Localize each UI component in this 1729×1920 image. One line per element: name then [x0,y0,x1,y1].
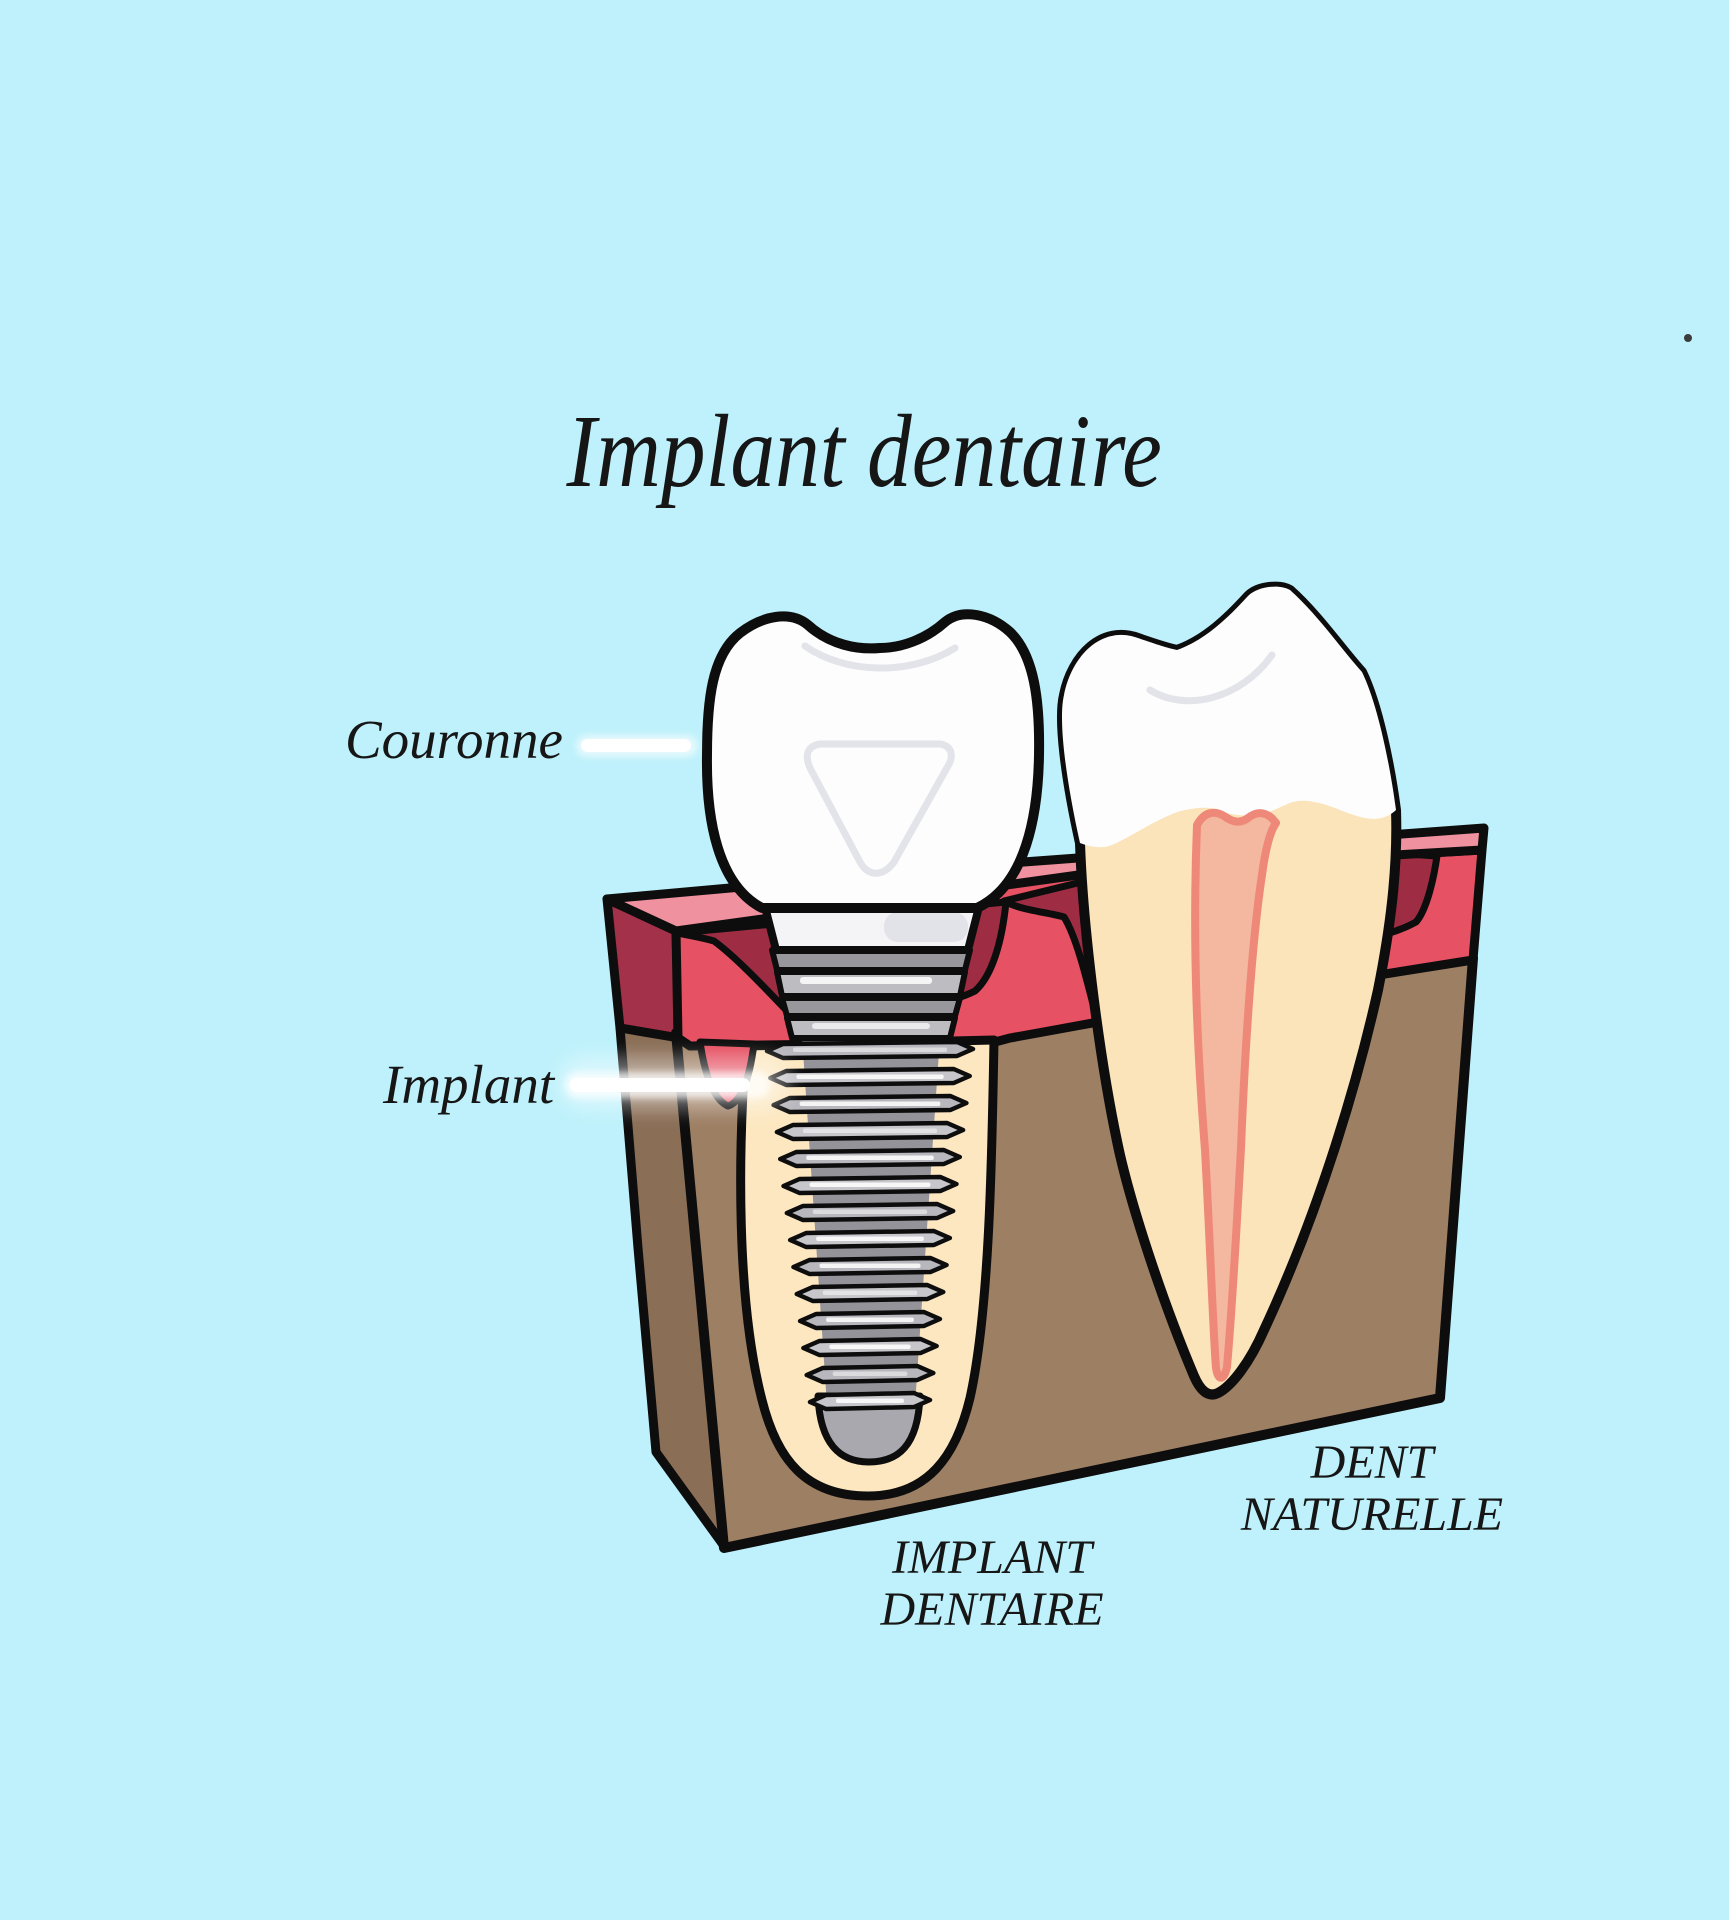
natural-tooth-enamel [1061,586,1396,848]
label-couronne: Couronne [345,709,563,770]
implant-crown-groove-line [801,642,959,672]
natural-tooth-pulp-canal [1191,808,1280,1382]
caption-implant-dentaire: IMPLANT DENTAIRE [792,1532,1192,1636]
implant-crown-fossa-triangle [803,740,955,877]
couronne-pointer-line [576,735,698,757]
implant-pointer-line [558,1056,790,1110]
implant-screw-threads [764,1039,976,1412]
implant-screw-tip [814,1392,924,1466]
caption-implant-line2: DENTAIRE [880,1583,1104,1636]
caption-dent-naturelle: DENT NATURELLE [1172,1437,1572,1541]
page-title: Implant dentaire [566,394,1163,509]
implant-screw-rings [769,947,973,1041]
natural-tooth-groove-line [1146,651,1276,705]
caption-implant-line1: IMPLANT [891,1531,1092,1584]
stray-dot [1684,334,1692,342]
caption-natural-line1: DENT [1310,1436,1434,1489]
abutment-shine [884,912,968,942]
label-implant: Implant [383,1054,555,1115]
caption-natural-line2: NATURELLE [1240,1488,1504,1541]
implant-crown [701,609,1045,913]
